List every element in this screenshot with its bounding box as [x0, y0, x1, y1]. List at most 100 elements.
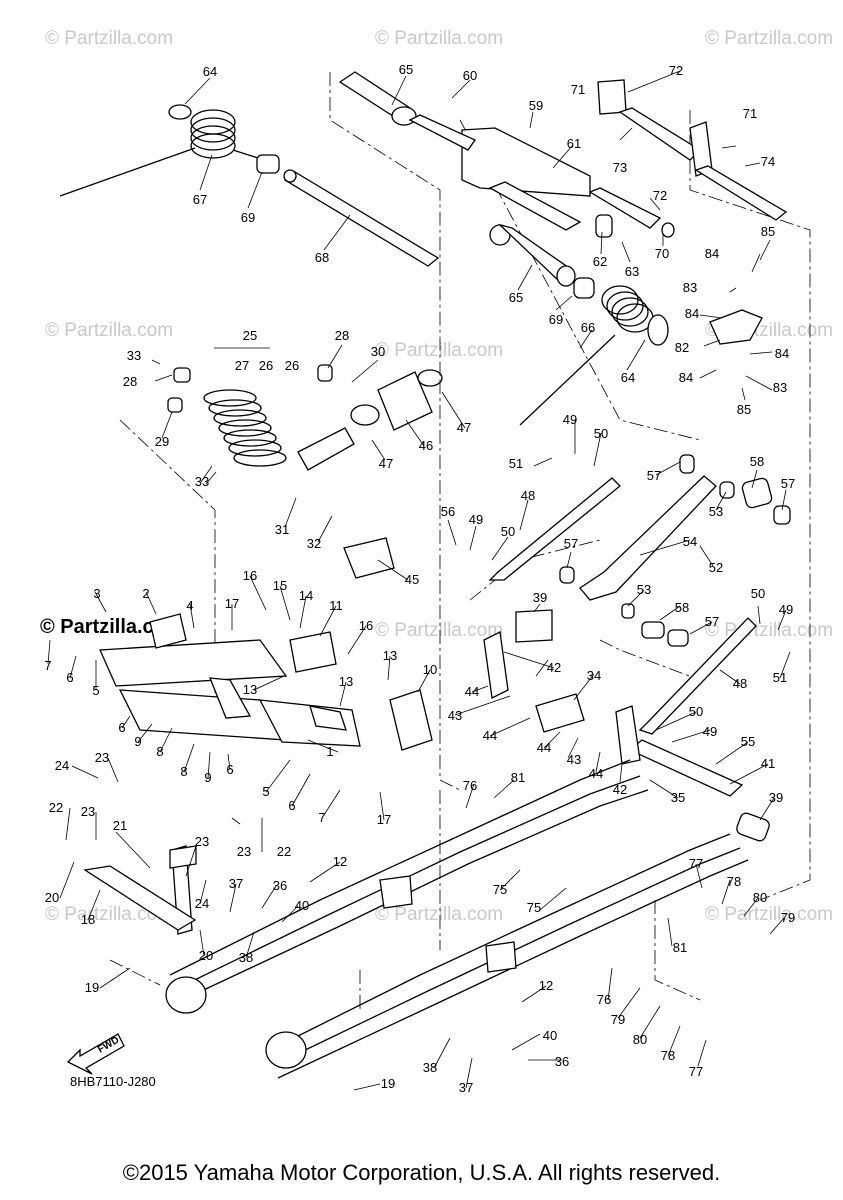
callout-77: 77 — [689, 856, 703, 871]
callout-81b: 81 — [673, 940, 687, 955]
callout-12b: 12 — [539, 978, 553, 993]
callout-50b: 50 — [501, 524, 515, 539]
callout-64b: 64 — [621, 370, 635, 385]
callout-47: 47 — [379, 456, 393, 471]
callout-27: 27 — [235, 358, 249, 373]
callout-57b: 57 — [781, 476, 795, 491]
callout-36: 36 — [555, 1054, 569, 1069]
callout-3: 3 — [93, 586, 100, 601]
slide-rail-right — [265, 833, 749, 1079]
callout-42: 42 — [547, 660, 561, 675]
callout-23d: 23 — [237, 844, 251, 859]
callout-6: 6 — [66, 670, 73, 685]
callout-53: 53 — [709, 504, 723, 519]
callout-59: 59 — [529, 98, 543, 113]
callout-85: 85 — [761, 224, 775, 239]
callout-49: 49 — [563, 412, 577, 427]
watermark: © Partzilla.com — [375, 904, 503, 925]
callout-80b: 80 — [633, 1032, 647, 1047]
callout-13b: 13 — [339, 674, 353, 689]
callout-61: 61 — [567, 136, 581, 151]
callout-17: 17 — [225, 596, 239, 611]
callout-84: 84 — [705, 246, 719, 261]
callout-13: 13 — [243, 682, 257, 697]
callout-10: 10 — [423, 662, 437, 677]
callout-13c: 13 — [383, 648, 397, 663]
callout-15: 15 — [273, 578, 287, 593]
callout-21: 21 — [113, 818, 127, 833]
callout-45: 45 — [405, 572, 419, 587]
callout-19: 19 — [85, 980, 99, 995]
callout-28: 28 — [123, 374, 137, 389]
callout-24b: 24 — [195, 896, 209, 911]
callout-62: 62 — [593, 254, 607, 269]
watermark-dark: © Partzilla.com — [40, 616, 184, 638]
callout-81: 81 — [511, 770, 525, 785]
callout-53b: 53 — [637, 582, 651, 597]
callout-80: 80 — [753, 890, 767, 905]
callout-31: 31 — [275, 522, 289, 537]
fwd-arrow-icon — [66, 1033, 125, 1075]
callout-57: 57 — [647, 468, 661, 483]
watermarks: © Partzilla.com © Partzilla.com © Partzi… — [40, 28, 833, 925]
watermark: © Partzilla.com — [705, 620, 833, 641]
watermark: © Partzilla.com — [705, 904, 833, 925]
callout-83: 83 — [683, 280, 697, 295]
callout-43: 43 — [448, 708, 462, 723]
callout-79b: 79 — [611, 1012, 625, 1027]
callout-2: 2 — [142, 586, 149, 601]
parts — [59, 71, 791, 1079]
callout-23c: 23 — [195, 834, 209, 849]
watermark: © Partzilla.com — [375, 340, 503, 361]
shock-absorber — [203, 389, 287, 467]
callout-65b: 65 — [509, 290, 523, 305]
callout-84d: 84 — [679, 370, 693, 385]
callout-1: 1 — [326, 744, 333, 759]
callout-36b: 36 — [273, 878, 287, 893]
callout-41: 41 — [761, 756, 775, 771]
callout-49c: 49 — [703, 724, 717, 739]
callout-12: 12 — [333, 854, 347, 869]
callout-71: 71 — [571, 82, 585, 97]
callout-7: 7 — [44, 658, 51, 673]
callout-40b: 40 — [543, 1028, 557, 1043]
callout-69: 69 — [241, 210, 255, 225]
callout-7b: 7 — [318, 810, 325, 825]
leader-lines — [47, 70, 791, 1091]
callout-16b: 16 — [359, 618, 373, 633]
callout-67: 67 — [193, 192, 207, 207]
callout-73: 73 — [613, 160, 627, 175]
callout-76: 76 — [463, 778, 477, 793]
callout-38b: 38 — [423, 1060, 437, 1075]
watermark: © Partzilla.com — [375, 620, 503, 641]
callout-38: 38 — [239, 950, 253, 965]
callout-14: 14 — [299, 588, 313, 603]
torsion-spring-left — [190, 109, 236, 159]
callout-64: 64 — [203, 64, 217, 79]
callout-51b: 51 — [773, 670, 787, 685]
callout-19b: 19 — [381, 1076, 395, 1091]
callout-78: 78 — [727, 874, 741, 889]
callout-26b: 26 — [259, 358, 273, 373]
callout-44d: 44 — [589, 766, 603, 781]
callout-34: 34 — [587, 668, 601, 683]
watermark: © Partzilla.com — [45, 904, 173, 925]
callout-75: 75 — [493, 882, 507, 897]
callout-56: 56 — [441, 504, 455, 519]
callout-9b: 9 — [204, 770, 211, 785]
callout-18: 18 — [81, 912, 95, 927]
callout-16: 16 — [243, 568, 257, 583]
callout-72: 72 — [669, 63, 683, 78]
callout-60: 60 — [463, 68, 477, 83]
callout-24: 24 — [55, 758, 69, 773]
callout-8: 8 — [156, 744, 163, 759]
callout-66: 66 — [581, 320, 595, 335]
callout-54: 54 — [683, 534, 697, 549]
drawing-code: 8HB7110-J280 — [70, 1074, 156, 1089]
callout-22: 22 — [49, 800, 63, 815]
callout-83b: 83 — [773, 380, 787, 395]
torsion-spring-right — [601, 285, 654, 333]
callout-23: 23 — [95, 750, 109, 765]
slide-rail-left — [165, 759, 649, 1014]
